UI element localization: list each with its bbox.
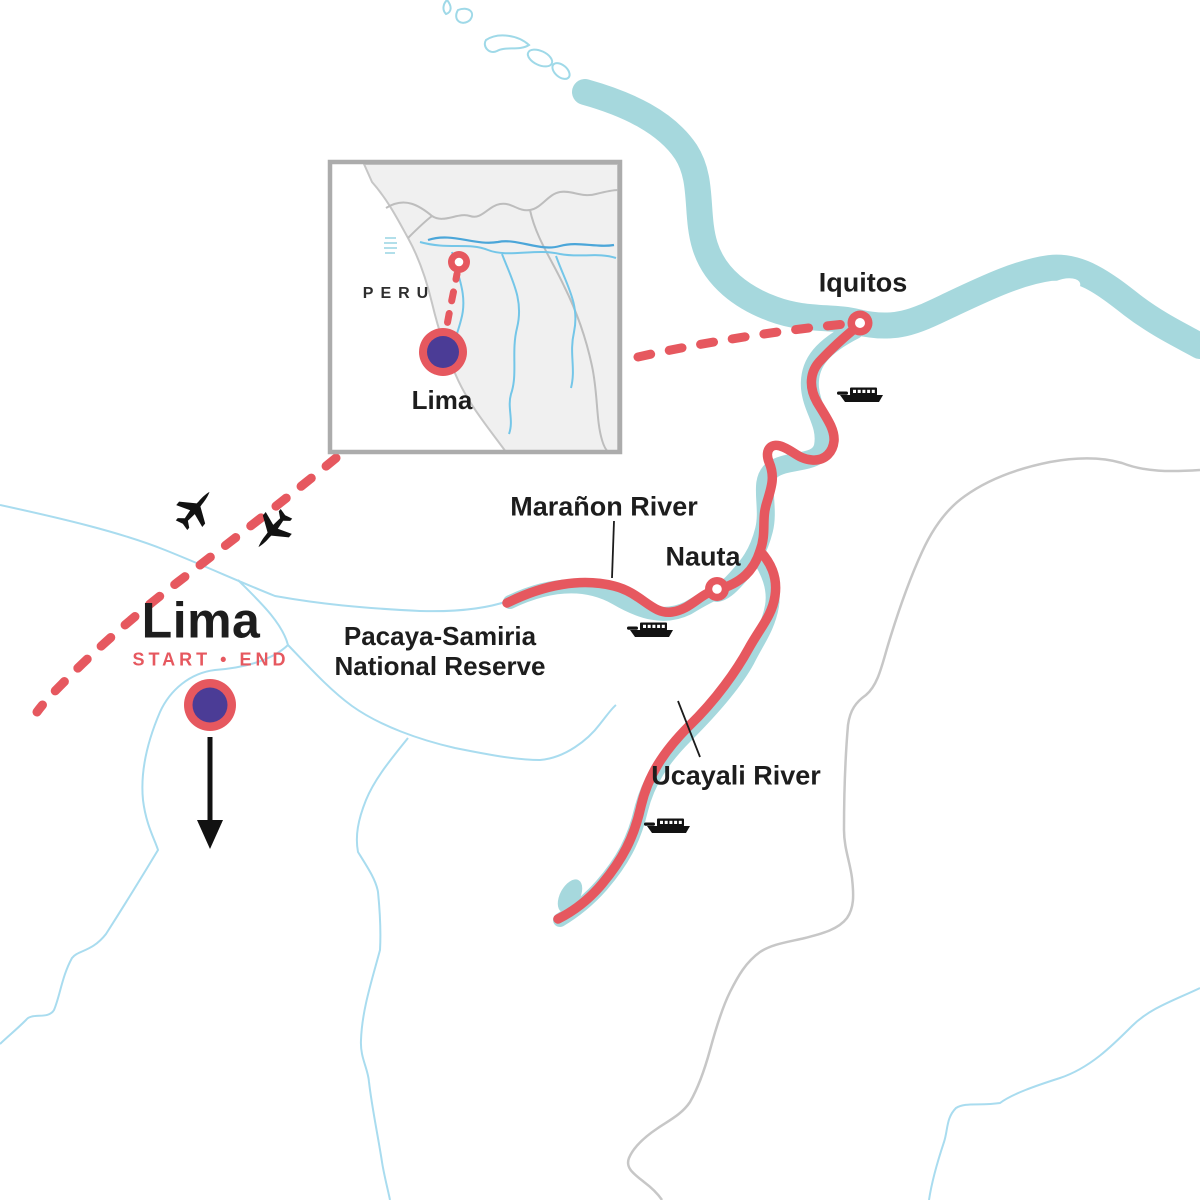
- reserve-label-line2: National Reserve: [334, 651, 546, 681]
- cruise-route-line: [502, 320, 864, 924]
- peru-inset-map: [327, 159, 623, 455]
- iquitos-label: Iquitos: [818, 267, 908, 298]
- inset-country-label: PERU: [362, 284, 436, 302]
- river-island: [1043, 278, 1081, 300]
- ship-icon: [627, 622, 673, 637]
- inset-main-river: [427, 236, 615, 249]
- ucayali-river-label: Ucayali River: [651, 760, 821, 791]
- start-end-badge: START • END: [132, 649, 290, 670]
- maranon-river-label: Marañon River: [510, 491, 698, 522]
- inset-lima-marker: [419, 328, 467, 376]
- ship-icon: [837, 387, 883, 402]
- iquitos-marker: [847, 310, 873, 336]
- reserve-label: Pacaya-Samiria National Reserve: [334, 621, 546, 682]
- ship-icon: [644, 818, 690, 833]
- lima-city-marker: [184, 679, 236, 731]
- plane-icon: [245, 502, 300, 559]
- inset-lima-label: Lima: [411, 385, 473, 416]
- plane-icon: [168, 480, 223, 537]
- label-leader-lines: [611, 520, 701, 758]
- nauta-marker: [705, 577, 729, 601]
- lake-outlines: [442, 0, 571, 80]
- inset-iquitos-marker: [448, 251, 470, 273]
- country-border-line: [626, 457, 1200, 1200]
- down-arrow-icon: [197, 737, 223, 849]
- lima-label: Lima: [141, 592, 261, 649]
- reserve-label-line1: Pacaya-Samiria: [343, 621, 537, 652]
- inset-coast-hatch: [384, 237, 397, 254]
- inset-land: [362, 164, 618, 452]
- minor-river-lines: [0, 504, 1200, 1200]
- inset-frame: [327, 159, 623, 455]
- inset-borders: [385, 189, 618, 452]
- nauta-label: Nauta: [665, 541, 741, 572]
- flight-path-dashed: [32, 319, 851, 717]
